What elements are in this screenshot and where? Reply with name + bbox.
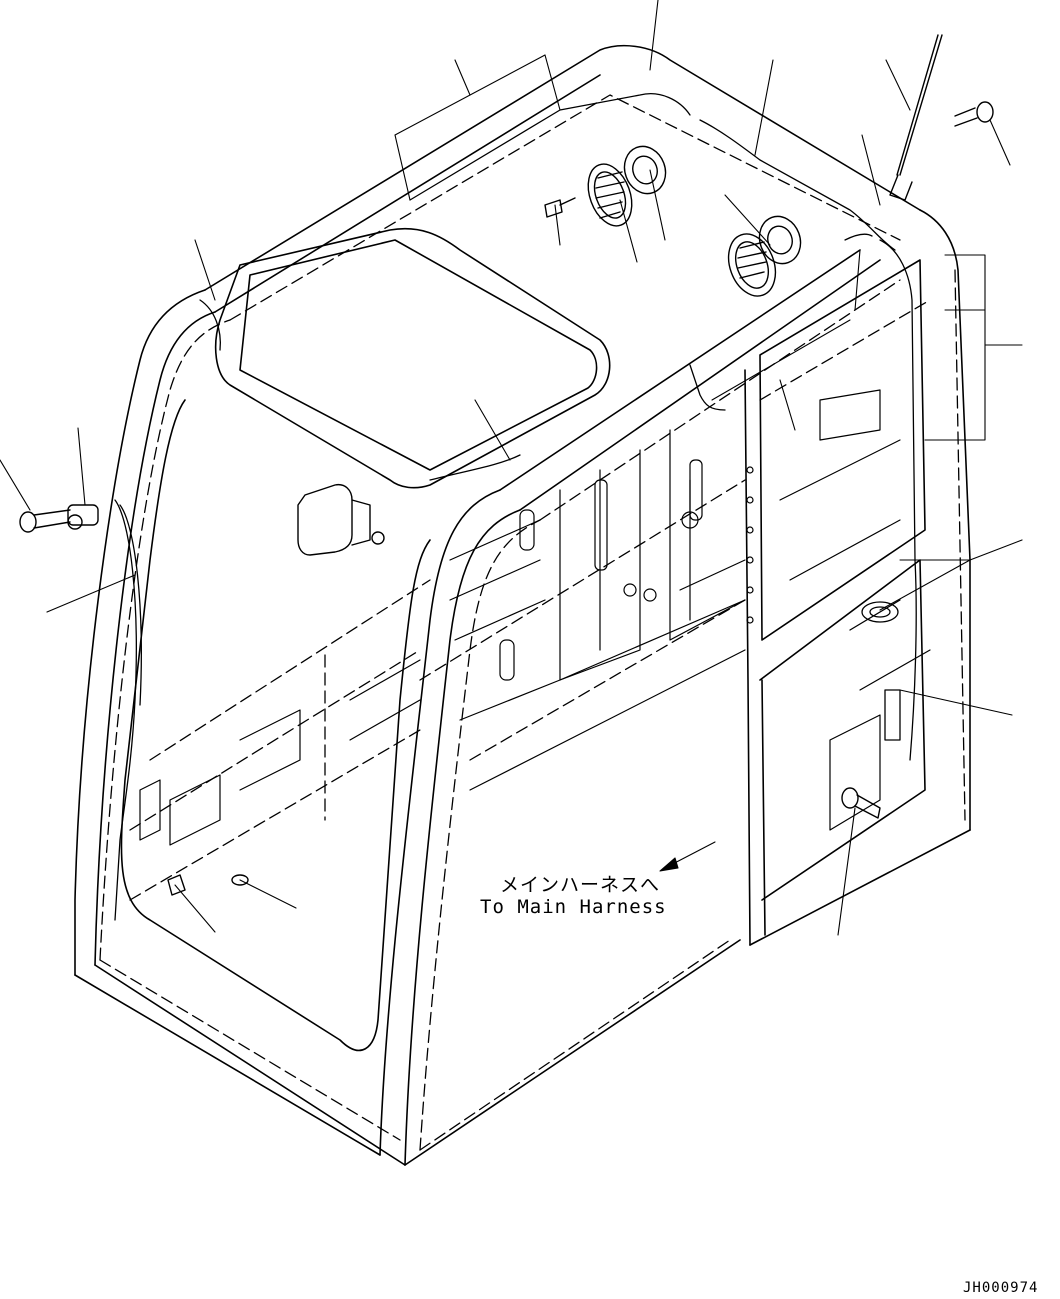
bolt-lower-right [841,787,881,819]
speaker-right [727,233,777,297]
annotation-jp: メインハーネスへ [500,874,661,896]
speaker-left [587,163,633,227]
work-lamp [297,483,385,556]
harness-plug-left [19,504,99,533]
cab-frame [74,44,971,1166]
leader-lines [0,0,1023,936]
annotation-en: To Main Harness [480,896,667,918]
drawing-id: JH000974 [963,1280,1039,1296]
bolt-roof [544,197,576,218]
antenna [889,34,943,201]
interior-structure [139,389,931,846]
hidden-lines [99,94,966,1151]
wire-harness [114,93,917,921]
bolt-top-right [954,101,994,127]
speaker-left-cone [623,145,667,195]
grommet-floor [167,874,249,896]
